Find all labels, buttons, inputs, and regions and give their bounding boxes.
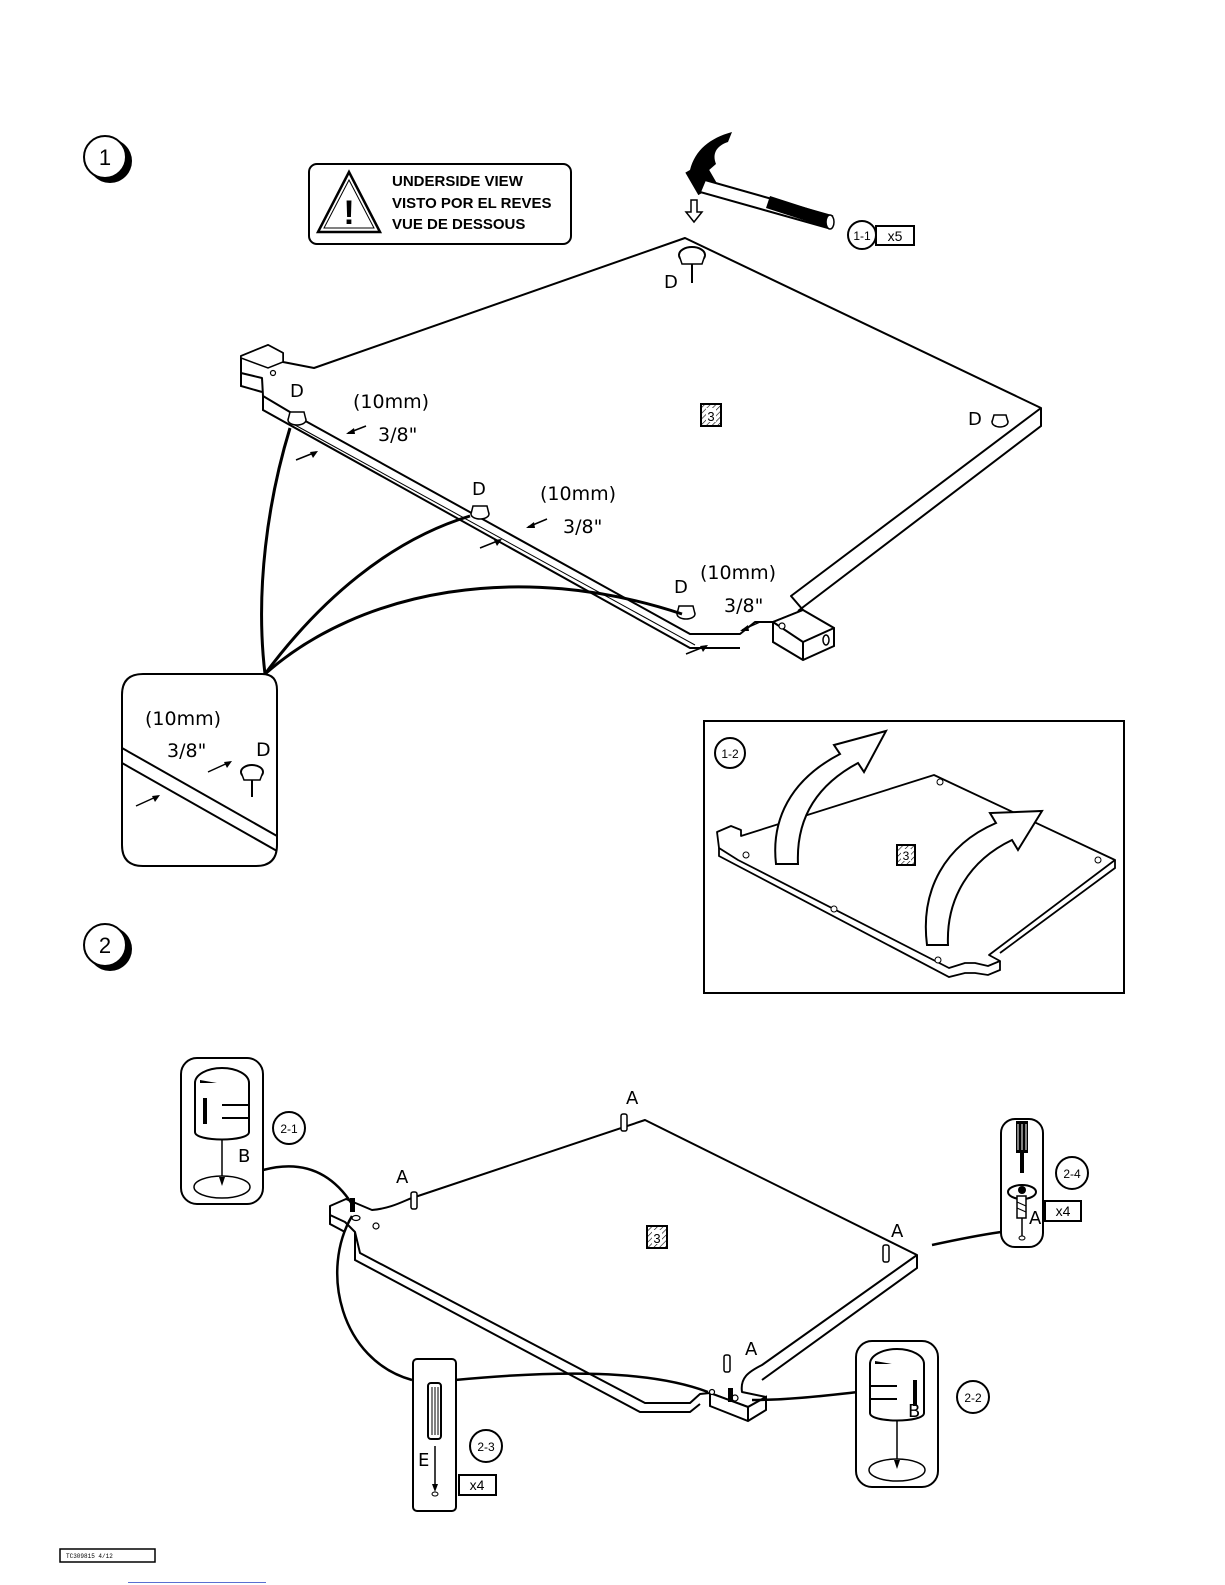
underside-view-warning: ! UNDERSIDE VIEW VISTO POR EL REVES VUE …: [309, 164, 571, 244]
cam-letter-1: B: [238, 1146, 250, 1167]
dowel-callout: 2-3 x4: [459, 1430, 502, 1495]
warning-line-3: VUE DE DESSOUS: [392, 216, 525, 233]
dowel-detail: E: [413, 1359, 456, 1511]
measure-left-mm: (10mm): [353, 391, 429, 413]
warning-mark: !: [343, 194, 354, 232]
screw-detail: A: [1001, 1119, 1043, 1247]
screw-letter: A: [1029, 1208, 1042, 1229]
warning-line-1: UNDERSIDE VIEW: [392, 173, 524, 190]
part-3-label-flip: 3: [897, 845, 915, 865]
footer-code-box: TC309815 4/12: [60, 1549, 155, 1562]
down-arrow-icon: [686, 200, 702, 222]
warning-line-2: VISTO POR EL REVES: [392, 195, 552, 212]
measure-middle-mm: (10mm): [540, 483, 616, 505]
part-3-label-step-1: 3: [701, 404, 721, 426]
glide-label-top: D: [664, 272, 678, 293]
detail-in: 3/8": [167, 740, 206, 762]
dowel-a-right-label: A: [891, 1221, 904, 1242]
hammer-callout: 1-1 x5: [848, 221, 914, 249]
part-3-id-flip: 3: [903, 849, 910, 863]
dowel-a-left-label: A: [396, 1167, 409, 1188]
flip-inset: 1-2 3: [704, 721, 1124, 993]
measure-bottom-in: 3/8": [724, 595, 763, 617]
cam-ref-2: 2-2: [964, 1391, 982, 1405]
flip-ref: 1-2: [721, 747, 739, 761]
glide-label-left: D: [290, 381, 304, 402]
screw-callout: 2-4 x4: [1045, 1157, 1088, 1221]
cam-callout-2: 2-2: [957, 1381, 989, 1413]
screw-qty: x4: [1056, 1203, 1071, 1219]
glide-label-right: D: [968, 409, 982, 430]
cam-lock-detail-2: B: [856, 1341, 938, 1487]
cam-callout-1: 2-1: [273, 1112, 305, 1144]
dowel-a-bottom-label: A: [745, 1339, 758, 1360]
hammer-qty: x5: [888, 228, 903, 244]
dowel-qty: x4: [470, 1477, 485, 1493]
cam-lock-icon: [195, 1068, 249, 1140]
cam-ref-1: 2-1: [280, 1122, 298, 1136]
step-1-number: 1: [99, 145, 111, 170]
wood-dowel-icon: [428, 1383, 441, 1439]
measure-bottom-mm: (10mm): [700, 562, 776, 584]
measure-middle-in: 3/8": [563, 516, 602, 538]
screw-ref: 2-4: [1063, 1167, 1081, 1181]
detail-inset: (10mm) 3/8" D: [122, 674, 277, 866]
measure-left-in: 3/8": [378, 424, 417, 446]
link-underline: [128, 1582, 266, 1583]
dowel-ref: 2-3: [477, 1440, 495, 1454]
hammer-ref: 1-1: [853, 229, 871, 243]
board-panel-step-1: [241, 238, 1041, 660]
step-1-badge: 1: [84, 136, 132, 183]
step-2-number: 2: [99, 933, 111, 958]
hammer-icon: [685, 132, 834, 229]
footer-code: TC309815 4/12: [66, 1553, 113, 1560]
detail-letter: D: [256, 739, 271, 761]
cam-letter-2: B: [908, 1401, 920, 1422]
part-3-label-step-2: 3: [647, 1226, 667, 1248]
dowel-part-letter: E: [418, 1450, 429, 1471]
glide-label-bottom: D: [674, 577, 688, 598]
dowel-a-top-label: A: [626, 1088, 639, 1109]
detail-mm: (10mm): [145, 708, 221, 730]
cam-lock-detail-1: B: [181, 1058, 263, 1204]
part-3-id-step-1: 3: [707, 409, 714, 424]
step-2-badge: 2: [84, 924, 132, 971]
glide-label-middle: D: [472, 479, 486, 500]
part-3-id-step-2: 3: [653, 1231, 660, 1246]
